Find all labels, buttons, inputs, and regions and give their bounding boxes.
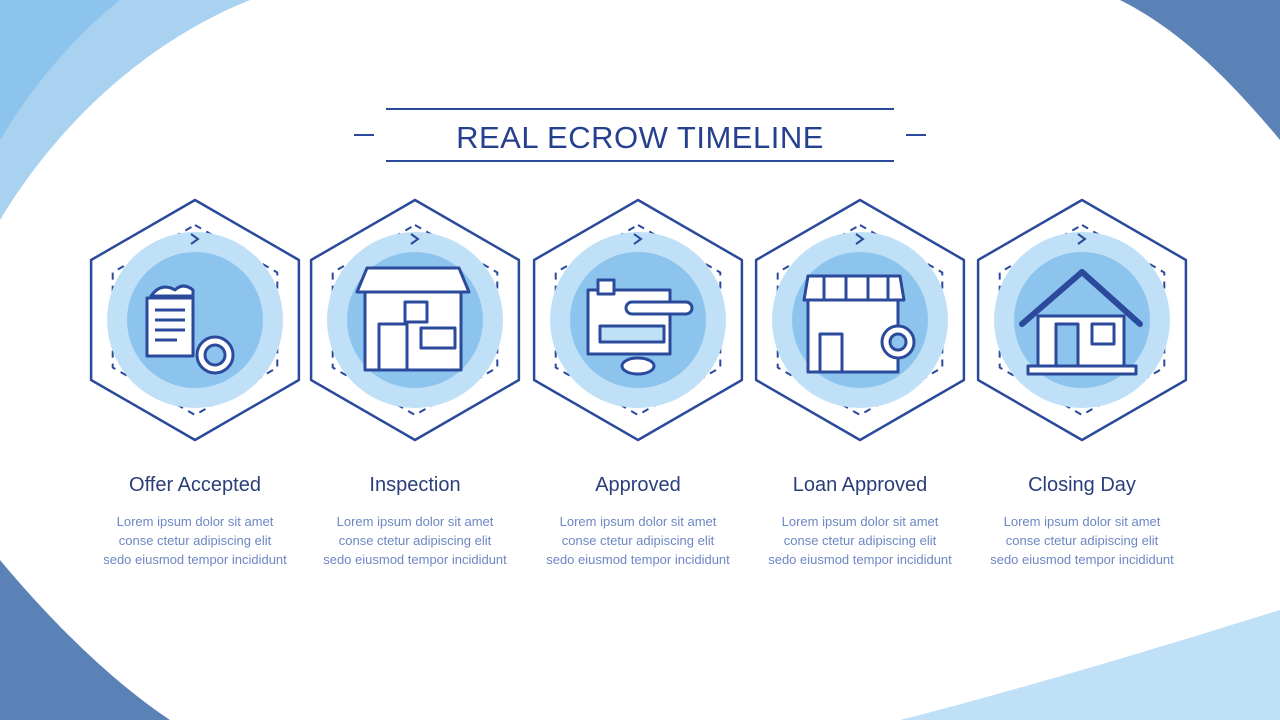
store-awning [802,274,906,302]
description-line: Lorem ipsum dolor sit amet [781,514,939,529]
description-line: conse ctetur adipiscing elit [338,533,492,548]
description-line: conse ctetur adipiscing elit [1005,533,1159,548]
approval-form-icon [586,278,694,376]
step-label-3: Approved [595,474,681,496]
building-window [419,326,457,350]
document-cap [149,284,195,298]
step-label-1: Offer Accepted [129,474,261,496]
form-pen [624,300,694,316]
step-node-4 [754,198,966,442]
chain-nodes [89,198,1188,442]
description-line: sedo eiusmod tempor incididunt [990,552,1174,567]
step-label-4: Loan Approved [792,474,928,496]
title-rule-top [386,108,894,110]
building-sign [403,300,429,324]
step-node-2 [309,198,521,442]
description-line: conse ctetur adipiscing elit [118,533,272,548]
step-node-3 [532,198,744,442]
arrow-chevron-icon [633,233,643,245]
hexagon-dashed [554,224,722,416]
page-title: REAL ECROW TIMELINE [456,120,824,155]
approval-stamp [620,356,656,376]
title-dash-left [354,134,374,136]
hexagon-dashed [111,224,279,416]
store-door [818,332,844,374]
description-line: Lorem ipsum dolor sit amet [1003,514,1161,529]
description-line: sedo eiusmod tempor incididunt [323,552,507,567]
top-left-swoosh [0,0,250,220]
arrow-chevron-icon [1077,233,1087,245]
bottom-right-swoosh [900,610,1280,720]
step-description-2: Lorem ipsum dolor sit amet conse ctetur a… [320,512,510,569]
seal-inner [203,343,227,367]
top-left-swoosh-light [0,0,120,140]
description-line: sedo eiusmod tempor incididunt [546,552,730,567]
description-line: Lorem ipsum dolor sit amet [336,514,494,529]
arrow-chevron-icon [855,233,865,245]
building-roof [355,266,471,294]
description-line: conse ctetur adipiscing elit [783,533,937,548]
hexagon-dashed [331,224,499,416]
building-inspection-icon [355,266,471,372]
house-door [1054,322,1080,368]
description-line: conse ctetur adipiscing elit [561,533,715,548]
step-label-5: Closing Day [1028,474,1136,496]
description-line: Lorem ipsum dolor sit amet [559,514,717,529]
title-rule-bottom [386,160,894,162]
step-description-3: Lorem ipsum dolor sit amet conse ctetur a… [543,512,733,569]
hexagon-dashed [776,224,944,416]
title-dash-right [906,134,926,136]
hexagon-dashed [998,224,1166,416]
description-line: sedo eiusmod tempor incididunt [103,552,287,567]
step-description-4: Lorem ipsum dolor sit amet conse ctetur a… [765,512,955,569]
arrow-chevron-icon [190,233,200,245]
storefront-coin-icon [802,274,916,374]
top-right-swoosh [1120,0,1280,140]
description-line: sedo eiusmod tempor incididunt [768,552,952,567]
house-window [1090,322,1116,346]
step-description-1: Lorem ipsum dolor sit amet conse ctetur a… [100,512,290,569]
document-shape [145,296,195,358]
house-roof [1019,269,1143,327]
document-lines [155,308,185,342]
arrow-chevron-icon [410,233,420,245]
document-seal-icon [145,284,235,375]
step-description-5: Lorem ipsum dolor sit amet conse ctetur a… [987,512,1177,569]
step-node-5 [976,198,1188,442]
title-banner: REAL ECROW TIMELINE [350,106,930,166]
bottom-left-swoosh [0,560,170,720]
form-field [598,324,666,344]
form-clip [596,278,616,296]
coin-inner [888,332,908,352]
description-line: Lorem ipsum dolor sit amet [116,514,274,529]
awning-stripes [822,276,890,300]
house-icon [1019,269,1143,376]
house-base [1026,364,1138,376]
form-frame [586,288,672,356]
step-label-2: Inspection [369,474,461,496]
building-door [377,322,409,372]
step-node-1 [89,198,301,442]
